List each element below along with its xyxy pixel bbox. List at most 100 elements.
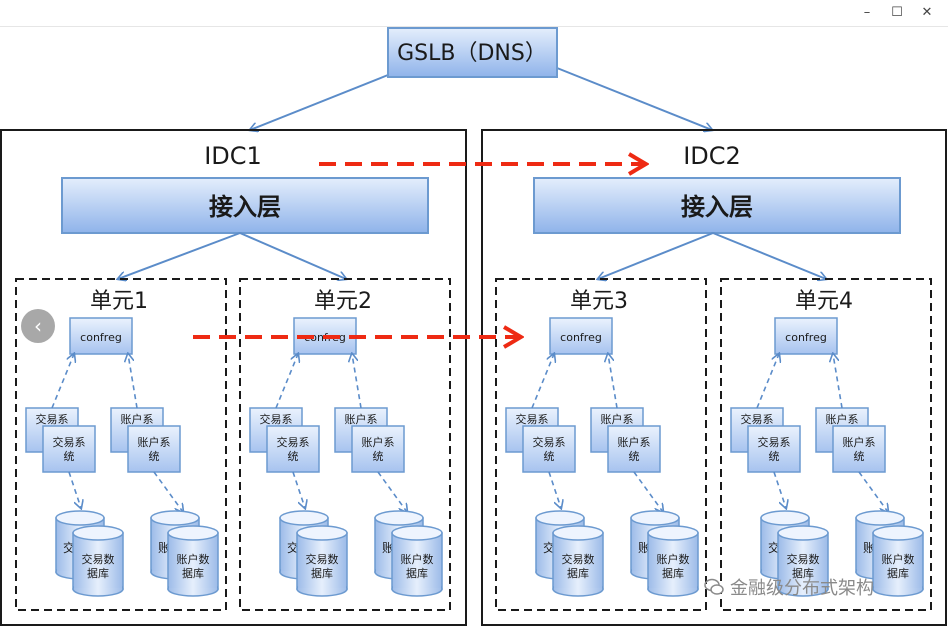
account-to-confreg-arrow (128, 354, 138, 409)
account-system-back-label: 账户系 (826, 412, 859, 426)
trade-db-back-label: 交 (543, 540, 555, 555)
trade-db-back-label: 交 (63, 540, 75, 555)
unit-1: 单元1confreg交易系账户系交易系统账户系统交交易数据库账账户数据库 (15, 278, 227, 611)
idc2-to-unit3-arrow (598, 232, 714, 279)
unit-label: 单元1 (90, 289, 148, 314)
trade-to-db-arrow (773, 471, 786, 508)
unit-container (15, 278, 227, 611)
unit-container (720, 278, 932, 611)
idc1-to-unit1-arrow (118, 232, 241, 279)
watermark-text: 金融级分布式架构 (730, 578, 874, 599)
account-system-label: 账户系统 (618, 435, 651, 463)
trade-system-label: 交易系统 (758, 435, 791, 463)
idc1-to-unit2-arrow (239, 232, 346, 279)
idc2-label: IDC2 (683, 142, 741, 170)
unit-label: 单元3 (570, 289, 628, 314)
idc2-access-layer-label: 接入层 (681, 193, 753, 221)
account-to-db-arrow (153, 471, 183, 512)
account-db-back-label: 账 (638, 541, 650, 555)
account-db-label: 账户数据库 (882, 552, 915, 580)
account-system-node (607, 425, 661, 473)
account-db (647, 525, 699, 597)
account-system-back-label: 账户系 (345, 412, 378, 426)
account-db (167, 525, 219, 597)
trade-db (296, 525, 348, 597)
unit-2: 单元2confreg交易系账户系交易系统账户系统交交易数据库账账户数据库 (239, 278, 451, 611)
idc1-access-layer-label: 接入层 (209, 193, 281, 221)
trade-to-confreg-arrow (51, 354, 74, 409)
trade-system-back-label: 交易系 (741, 412, 774, 426)
trade-db-back-label: 交 (768, 540, 780, 555)
trade-to-confreg-arrow (275, 354, 298, 409)
back-arrow-icon[interactable]: ‹ (21, 309, 55, 343)
unit-container (239, 278, 451, 611)
minimize-icon[interactable]: – (863, 5, 871, 20)
account-db-label: 账户数据库 (657, 552, 690, 580)
maximize-icon[interactable]: ☐ (891, 5, 903, 20)
account-db-label: 账户数据库 (177, 552, 210, 580)
trade-system-label: 交易系统 (533, 435, 566, 463)
confreg-node (549, 317, 613, 355)
gslb-to-idc2-arrow (556, 67, 712, 130)
account-system-label: 账户系统 (362, 435, 395, 463)
idc1-label: IDC1 (204, 142, 262, 170)
trade-system-back-label: 交易系 (260, 412, 293, 426)
account-system-back-label: 账户系 (121, 412, 154, 426)
trade-db (552, 525, 604, 597)
idc2-container (481, 129, 947, 626)
gslb-to-idc1-arrow (250, 74, 389, 130)
trade-system-label: 交易系统 (277, 435, 310, 463)
unit-3: 单元3confreg交易系账户系交易系统账户系统交交易数据库账账户数据库 (495, 278, 707, 611)
trade-db-label: 交易数据库 (562, 552, 595, 580)
account-to-db-arrow (858, 471, 888, 512)
unit-label: 单元2 (314, 289, 372, 314)
trade-system-node (42, 425, 96, 473)
confreg-node (69, 317, 133, 355)
account-to-confreg-arrow (352, 354, 362, 409)
account-system-node (832, 425, 886, 473)
account-db-label: 账户数据库 (401, 552, 434, 580)
account-db-back-label: 账 (863, 541, 875, 555)
account-to-confreg-arrow (608, 354, 618, 409)
trade-system-label: 交易系统 (53, 435, 86, 463)
account-system-label: 账户系统 (843, 435, 876, 463)
trade-to-db-arrow (68, 471, 81, 508)
trade-system-node (522, 425, 576, 473)
gslb-label: GSLB（DNS） (397, 41, 547, 66)
trade-to-db-arrow (548, 471, 561, 508)
unit-label: 单元4 (795, 289, 853, 314)
trade-system-node (266, 425, 320, 473)
trade-db-back-label: 交 (287, 540, 299, 555)
confreg-node (774, 317, 838, 355)
trade-db (72, 525, 124, 597)
account-db (391, 525, 443, 597)
account-db-back-label: 账 (382, 541, 394, 555)
trade-to-confreg-arrow (531, 354, 554, 409)
trade-to-confreg-arrow (756, 354, 779, 409)
account-system-back-label: 账户系 (601, 412, 634, 426)
trade-db-label: 交易数据库 (82, 552, 115, 580)
trade-db-label: 交易数据库 (787, 552, 820, 580)
account-db (872, 525, 924, 597)
unit-container (495, 278, 707, 611)
account-to-db-arrow (377, 471, 407, 512)
idc2-to-unit4-arrow (712, 232, 826, 279)
trade-system-node (747, 425, 801, 473)
account-system-node (351, 425, 405, 473)
window-titlebar: – ☐ ✕ (0, 0, 948, 27)
account-db-back-label: 账 (158, 541, 170, 555)
trade-system-back-label: 交易系 (516, 412, 549, 426)
account-to-db-arrow (633, 471, 663, 512)
idc2-access-layer: 接入层 (533, 177, 901, 234)
units-group: 单元1confreg交易系账户系交易系统账户系统交交易数据库账账户数据库单元2c… (15, 278, 932, 611)
trade-to-db-arrow (292, 471, 305, 508)
confreg-label: confreg (80, 331, 122, 344)
close-icon[interactable]: ✕ (921, 5, 933, 20)
account-system-label: 账户系统 (138, 435, 171, 463)
account-system-node (127, 425, 181, 473)
confreg-label: confreg (785, 331, 827, 344)
idc1-access-layer: 接入层 (61, 177, 429, 234)
trade-db-label: 交易数据库 (306, 552, 339, 580)
